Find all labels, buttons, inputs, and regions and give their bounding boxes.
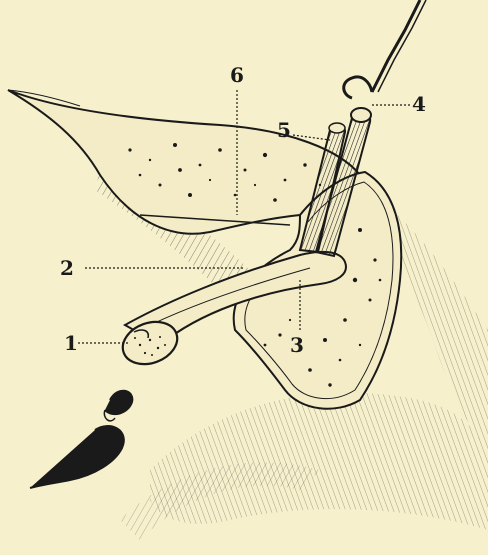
label-4: 4 [412, 92, 426, 116]
hook [344, 0, 426, 98]
label-5: 5 [277, 118, 291, 142]
label-6: 6 [230, 63, 244, 87]
small-hooks [30, 391, 132, 488]
label-1: 1 [64, 331, 78, 355]
label-2: 2 [60, 256, 74, 280]
label-3: 3 [290, 333, 304, 357]
